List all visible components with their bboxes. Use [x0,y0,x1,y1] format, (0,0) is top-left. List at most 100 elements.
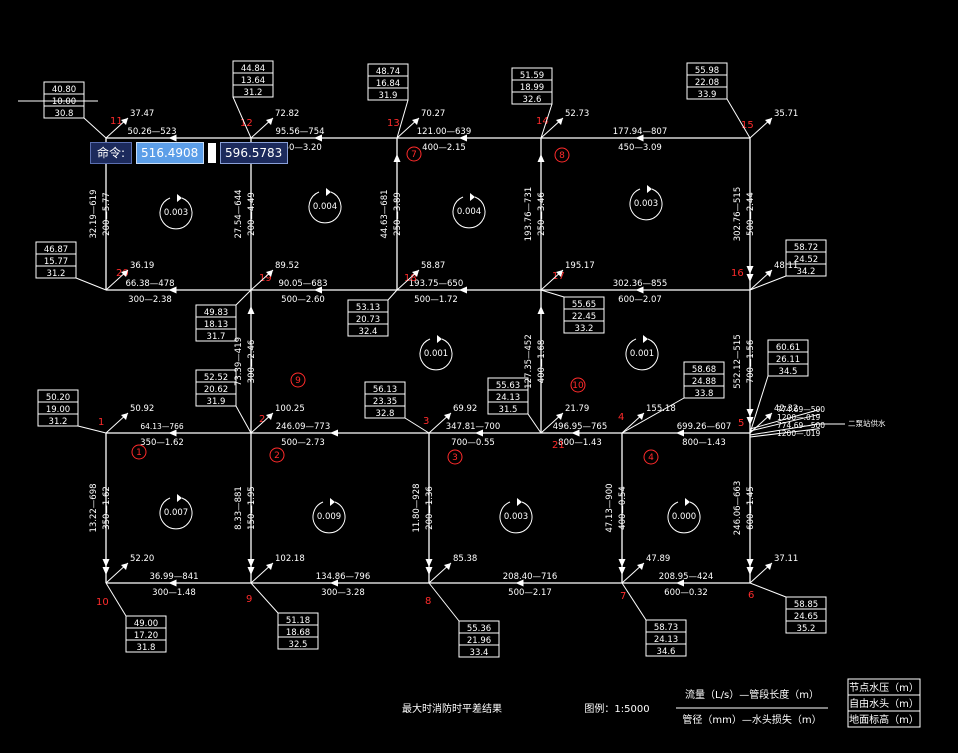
node-ground-elevation: 31.7 [207,332,226,342]
flow-arrow [168,134,177,142]
loop-correction-value: 0.003 [164,208,188,218]
node-water-pressure: 58.68 [692,365,716,375]
node-ground-elevation: 34.2 [797,267,816,277]
pipe-diameter-loss-label: 400—0.54 [618,486,628,530]
node-demand-arrow [765,118,772,125]
supply-pipe [749,428,821,438]
flow-arrow [459,134,467,142]
loop-correction-value: 0.003 [504,512,528,522]
node-free-head: 24.13 [496,393,520,403]
pipe-diameter-loss-label: 450—3.09 [618,143,662,153]
node-number: 17 [552,271,565,282]
pipe-diameter-loss-label: 350—1.62 [102,486,112,530]
x-coordinate-input[interactable]: 516.4908 [136,142,205,164]
node-number: 1 [98,417,104,428]
node-pressure-box [232,60,274,98]
pipe-flow-length-label: 95.56—754 [275,127,324,137]
node-ground-elevation: 33.9 [698,90,717,100]
node-ground-elevation: 31.5 [499,405,518,415]
node-demand-value: 52.73 [565,109,589,119]
node-ground-elevation: 35.2 [797,624,816,634]
legend-node-field: 节点水压（m） [849,682,919,694]
pipe-diameter-loss-label: 700—0.55 [451,438,495,448]
node-pressure-box [37,389,79,427]
pipe-flow-length-label: 11.80—928 [412,483,422,532]
supply-pipe [749,413,821,432]
node-demand-arrow [121,270,128,277]
node-free-head: 21.96 [467,636,491,646]
flow-arrow [635,134,644,142]
loop-correction-arrow [647,185,652,193]
loop-number: 2 [274,451,280,461]
pipe-diameter-loss-label: 400—2.15 [422,143,466,153]
legend-node-field: 自由水头（m） [849,697,919,710]
loop-number: 8 [559,151,565,161]
node-demand-value: 52.20 [130,554,154,564]
node-number: 7 [620,591,626,602]
node-demand-arrow [556,413,563,420]
node-box-leader [749,375,769,434]
pipe-flow-length-label: 177.94—807 [613,127,667,137]
node-pressure-box [43,81,85,119]
pipe-flow-length-label: 208.95—424 [659,572,713,582]
pipe-flow-length-label: 246.06—663 [733,481,743,535]
loop-correction-arc [159,197,193,230]
pipe-flow-length-label: 13.22—698 [89,483,99,532]
source-label: 二泵站供水 [848,418,886,428]
flow-arrow [247,559,255,567]
loop-correction-arrow [643,335,648,343]
node-pressure-box [35,241,77,279]
node-demand-value: 50.92 [130,404,154,414]
flow-arrow [537,154,545,162]
node-water-pressure: 60.61 [776,343,800,353]
node-pressure-box [367,63,409,101]
flow-arrow [459,286,467,294]
node-box-leader [235,289,252,306]
node-box-leader [404,417,430,434]
pipe-flow-length-label: 47.13—900 [605,483,615,532]
node-water-pressure: 49.00 [134,619,158,629]
node-free-head: 13.64 [241,76,265,86]
node-ground-elevation: 32.4 [359,327,378,337]
node-free-head: 24.65 [794,612,818,622]
node-demand-arrow [444,563,451,570]
y-coordinate-input[interactable]: 596.5783 [220,142,289,164]
loop-number-circle [131,444,147,460]
node-demand-arrow [266,413,273,420]
node-water-pressure: 46.87 [44,245,68,255]
loop-correction-value: 0.004 [457,207,481,217]
node-free-head: 18.13 [204,320,228,330]
node-box-leader [540,103,553,139]
node-demand-arrow [444,413,451,420]
node-ground-elevation: 33.2 [575,324,594,334]
pipe-flow-length-label: 302.36—855 [613,279,667,289]
node-demand-arrow [266,270,273,277]
node-demand-value: 47.89 [646,554,670,564]
node-box-leader [232,96,252,139]
pipe-diameter-loss-label: 500—2.44 [746,192,756,236]
pipe-flow-length-label: 121.00—639 [417,127,471,137]
loop-correction-arrow [330,498,335,506]
loop-correction-arrow [326,188,331,196]
node-demand-arrow [765,413,772,420]
node-free-head: 19.00 [46,405,70,415]
pipe-diameter-loss-label: 500—2.60 [281,295,325,305]
node-box-leader [527,413,542,434]
pipe-diameter-loss-label: 300—2.46 [247,340,257,384]
pipe-diameter-loss-label: 800—1.43 [558,438,602,448]
node-free-head: 18.68 [286,628,310,638]
node-pressure-box [785,239,827,277]
node-box-leader [749,275,787,291]
node-box-leader [749,582,787,598]
pipe-flow-length-label: 27.54—644 [234,189,244,238]
node-box-leader [235,405,252,434]
node-number: 15 [741,120,754,131]
node-water-pressure: 51.59 [520,71,544,81]
node-demand-value: 72.82 [275,109,299,119]
node-box-leader [428,582,460,622]
node-free-head: 20.73 [356,315,380,325]
node-free-head: 17.20 [134,631,158,641]
loop-number: 1 [136,448,142,458]
node-demand-arrow [121,118,128,125]
